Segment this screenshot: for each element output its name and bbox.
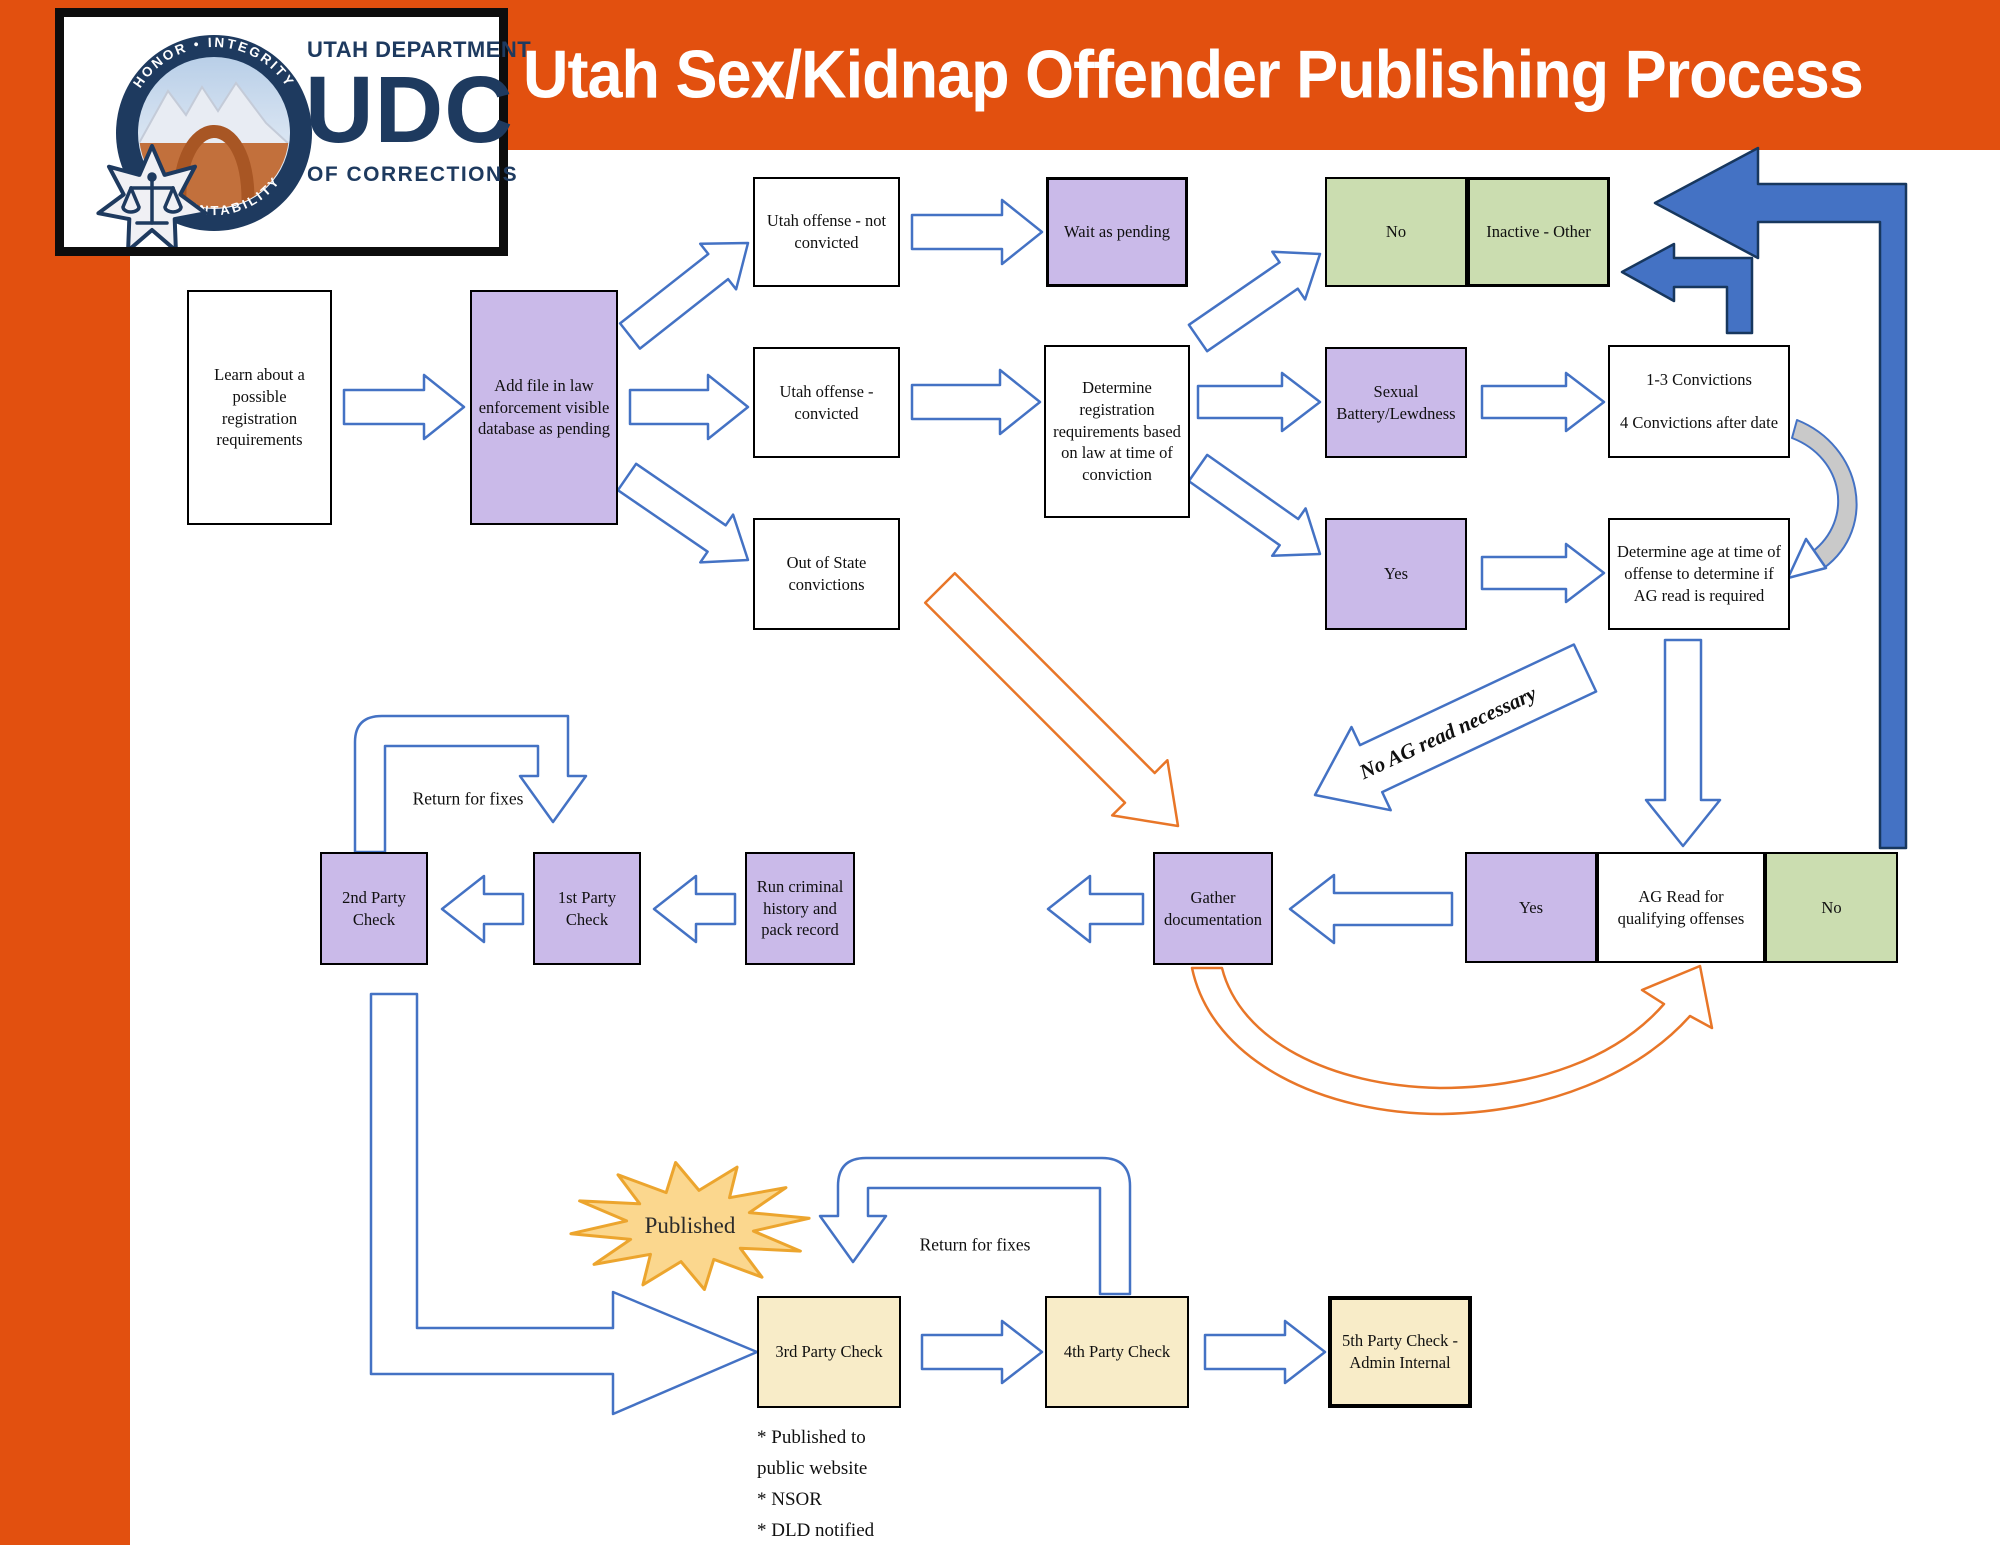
gather-to-agread-swoosh	[1190, 964, 1714, 1116]
udc-seal: HONOR • INTEGRITY ACCOUNTABILITY	[96, 35, 312, 247]
node-run-criminal: Run criminal history and pack record	[745, 852, 855, 965]
note-line: public website	[757, 1458, 868, 1479]
arrow-sexualbattery-to-convictions	[1480, 371, 1606, 433]
node-determine-age: Determine age at time of offense to dete…	[1608, 518, 1790, 630]
arrow-party1-to-party2	[440, 874, 525, 944]
arrow-outofstate-to-gather-arrow	[923, 571, 1180, 828]
arrow-notconvicted-to-wait	[910, 198, 1044, 266]
arrow-no-ag-read-arrow	[1313, 643, 1598, 812]
logo-dept-line1: UTAH DEPARTMENT	[307, 37, 532, 62]
note-line: * Published to	[757, 1427, 866, 1448]
scales-of-justice-icon	[121, 172, 183, 225]
node-inactive-other: Inactive - Other	[1467, 177, 1610, 287]
published-label: Published	[644, 1213, 736, 1238]
udc-logo: HONOR • INTEGRITY ACCOUNTABILITY UTAH DE…	[55, 8, 532, 256]
node-yes-mid: Yes	[1325, 518, 1467, 630]
arrow-gather-to-runcriminal	[1046, 874, 1145, 944]
arrow-runcriminal-to-party1	[652, 874, 737, 944]
arrow-determinereg-to-sexualbattery	[1196, 371, 1322, 433]
arrow-determinereg-to-no	[1187, 250, 1322, 353]
logo-dept-line2: OF CORRECTIONS	[307, 163, 519, 186]
node-convictions: 1-3 Convictions 4 Convictions after date	[1608, 345, 1790, 458]
note-line: * DLD notified	[757, 1520, 875, 1541]
node-party3: 3rd Party Check	[757, 1296, 901, 1408]
published-notes: * Published to public website * NSOR * DLD …	[757, 1422, 874, 1545]
node-no-top: No	[1325, 177, 1467, 287]
party2-to-party3-arrow	[369, 992, 759, 1416]
node-party4: 4th Party Check	[1045, 1296, 1189, 1408]
page-title: Utah Sex/Kidnap Offender Publishing Proc…	[523, 37, 1864, 113]
return-fixes-bottom-label: Return for fixes	[919, 1234, 1031, 1255]
convictions-to-age-curve-head	[1786, 537, 1828, 580]
arrow-addfile-to-notconvicted	[618, 241, 750, 350]
node-yes-ag: Yes	[1465, 852, 1597, 963]
node-ag-read: AG Read for qualifying offenses	[1597, 852, 1765, 963]
node-party2: 2nd Party Check	[320, 852, 428, 965]
node-no-ag: No	[1765, 852, 1898, 963]
arrow-yes-to-determineage	[1480, 542, 1606, 604]
arrow-convicted-to-determinereg	[910, 368, 1042, 436]
arrow-determinereg-to-yes	[1187, 453, 1322, 558]
node-party5: 5th Party Check - Admin Internal	[1328, 1296, 1472, 1408]
node-gather-doc: Gather documentation	[1153, 852, 1273, 965]
node-party1: 1st Party Check	[533, 852, 641, 965]
node-sexual-battery: Sexual Battery/Lewdness	[1325, 347, 1467, 458]
node-add-file: Add file in law enforcement visible data…	[470, 290, 618, 525]
node-determine-reg: Determine registration requirements base…	[1044, 345, 1190, 518]
star-badge	[96, 144, 208, 247]
arrow-party3-to-party4	[920, 1319, 1044, 1385]
arrow-learn-to-addfile	[342, 373, 466, 441]
arrow-addfile-to-convicted	[628, 373, 750, 441]
arrow-addfile-to-outofstate	[616, 462, 750, 564]
note-line: * NSOR	[757, 1489, 822, 1510]
left-accent-bar	[0, 0, 130, 1545]
logo-acronym: UDC	[305, 57, 514, 163]
convictions-to-inactive-arrow	[1620, 242, 1754, 335]
node-out-of-state: Out of State convictions	[753, 518, 900, 630]
node-utah-convicted: Utah offense - convicted	[753, 347, 900, 458]
published-starburst	[569, 1161, 811, 1291]
return-fixes-top-label: Return for fixes	[412, 788, 524, 809]
return-fixes-bottom-arrow	[818, 1156, 1132, 1296]
node-utah-not-convicted: Utah offense - not convicted	[753, 177, 900, 287]
node-wait-pending: Wait as pending	[1046, 177, 1188, 287]
return-fixes-top-arrow	[353, 714, 588, 854]
arrow-party4-to-party5	[1203, 1319, 1327, 1385]
arrow-yesag-to-gather	[1288, 873, 1454, 945]
no-to-inactive-big-arrow	[1653, 146, 1908, 850]
arrow-determineage-to-agread	[1644, 638, 1722, 848]
logo-text-block: UTAH DEPARTMENT UDC OF CORRECTIONS	[305, 37, 532, 186]
node-learn-about: Learn about a possible registration requ…	[187, 290, 332, 525]
